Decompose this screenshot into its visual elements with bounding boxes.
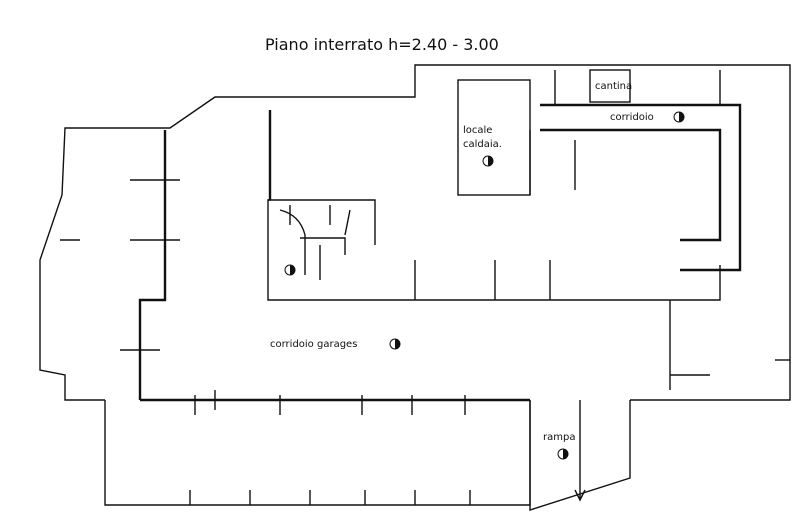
label-caldaia: caldaia. — [463, 139, 502, 150]
outer-wall — [39, 64, 791, 401]
plan-title: Piano interrato h=2.40 - 3.00 — [265, 35, 499, 54]
label-rampa: rampa — [543, 432, 575, 443]
stair-wall — [267, 110, 375, 301]
cellar — [589, 69, 631, 103]
label-cantina: cantina — [595, 81, 632, 92]
central-ticks — [414, 260, 671, 390]
corridor-wall — [540, 128, 722, 242]
label-corridoio: corridoio — [610, 112, 654, 123]
stair-wall — [268, 199, 376, 245]
stairs — [279, 205, 351, 280]
ramp-arrow-head — [574, 489, 586, 502]
boiler-room — [457, 79, 531, 196]
outer-wall-bottom — [104, 400, 531, 506]
garage-dividers — [189, 390, 471, 505]
central-wall — [375, 265, 721, 301]
label-locale: locale — [463, 125, 492, 136]
left-garage-wall — [138, 130, 167, 400]
label-corridoio-garages: corridoio garages — [270, 339, 357, 350]
corridor-wall — [540, 103, 742, 272]
level-marker-icon — [284, 111, 685, 460]
